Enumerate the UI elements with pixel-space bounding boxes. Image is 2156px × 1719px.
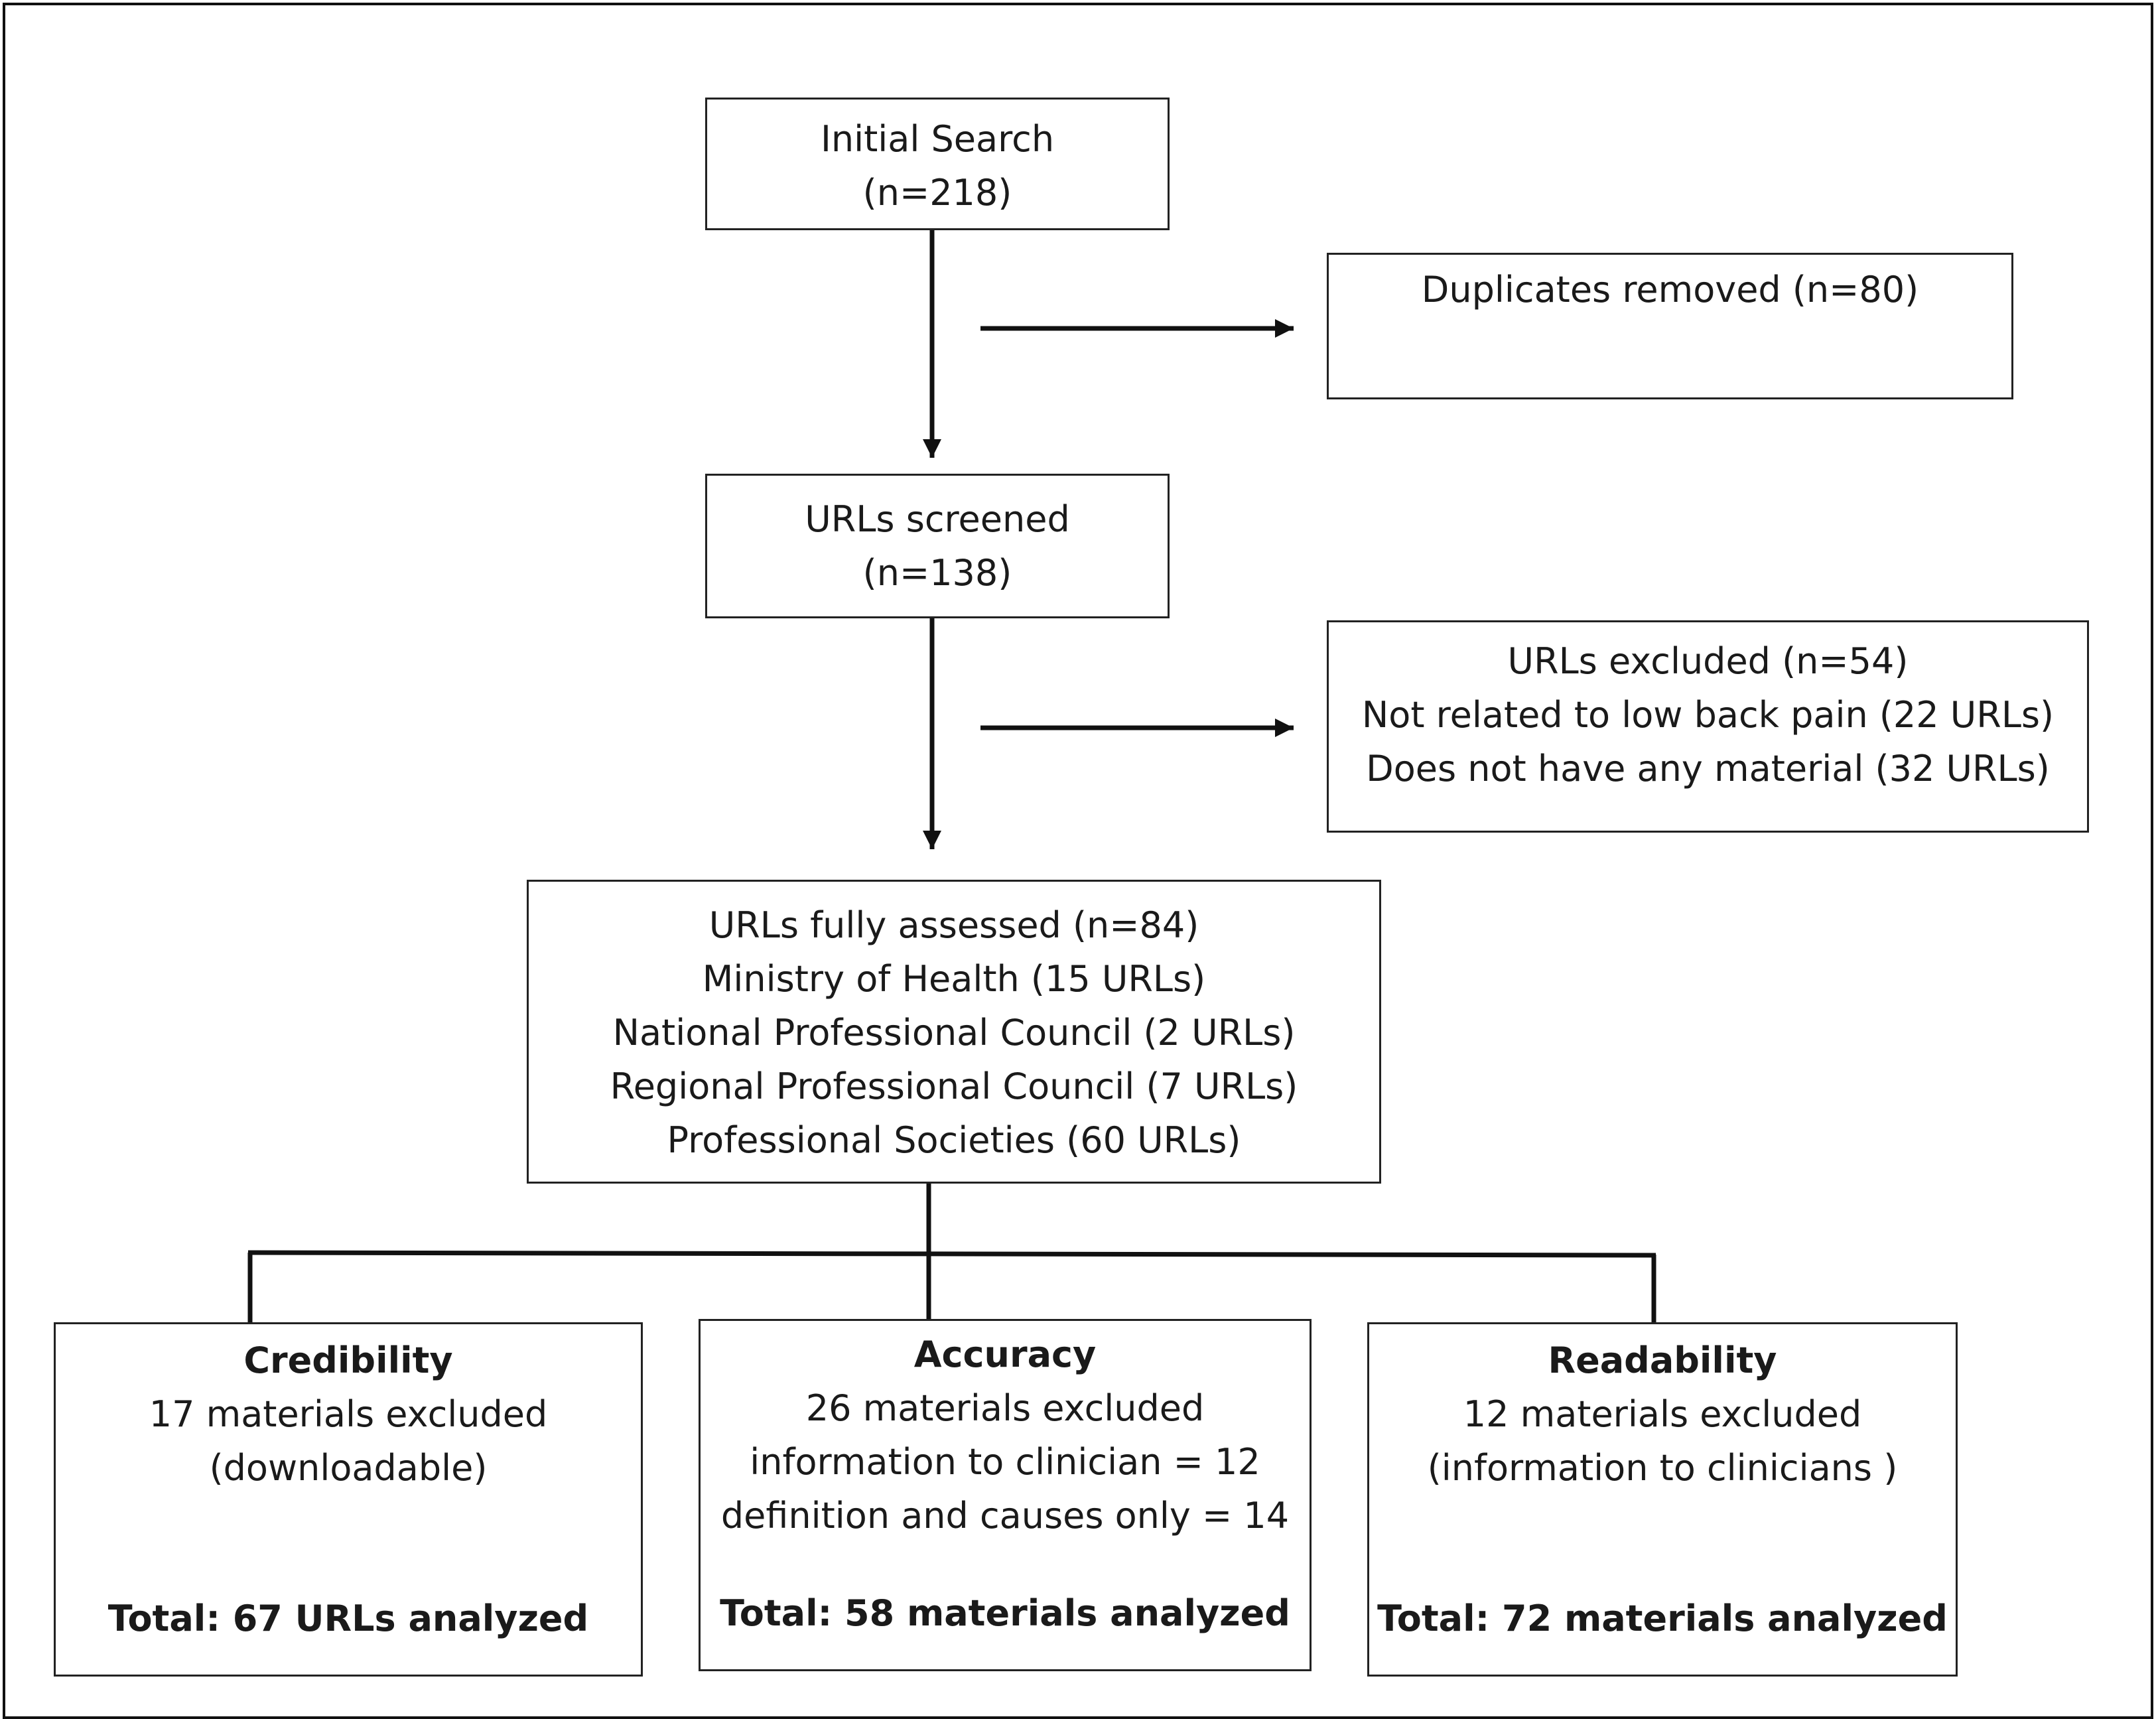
urls-fully-assessed-title: URLs fully assessed (n=84)	[708, 904, 1199, 946]
readability-excluded: 12 materials excluded	[1463, 1393, 1862, 1435]
urls-screened-box: URLs screened (n=138)	[705, 474, 1170, 618]
assessed-ministry-of-health: Ministry of Health (15 URLs)	[702, 958, 1206, 1000]
assessed-regional-professional-council: Regional Professional Council (7 URLs)	[610, 1066, 1298, 1107]
accuracy-title: Accuracy	[913, 1334, 1097, 1375]
accuracy-box: Accuracy 26 materials excluded informati…	[699, 1319, 1312, 1671]
initial-search-title: Initial Search	[820, 118, 1055, 160]
initial-search-count: (n=218)	[862, 172, 1012, 214]
connector-horizontal-bar	[247, 1250, 1656, 1258]
duplicates-removed-text: Duplicates removed (n=80)	[1421, 269, 1919, 310]
accuracy-reason-1: information to clinician = 12	[750, 1441, 1260, 1483]
readability-title: Readability	[1548, 1340, 1777, 1381]
readability-box: Readability 12 materials excluded (infor…	[1367, 1322, 1958, 1677]
credibility-box: Credibility 17 materials excluded (downl…	[54, 1322, 643, 1677]
credibility-total: Total: 67 URLs analyzed	[107, 1598, 589, 1639]
accuracy-total: Total: 58 materials analyzed	[720, 1592, 1290, 1634]
assessed-national-professional-council: National Professional Council (2 URLs)	[612, 1012, 1296, 1054]
credibility-excluded: 17 materials excluded	[149, 1393, 548, 1435]
urls-excluded-title: URLs excluded (n=54)	[1507, 640, 1909, 682]
accuracy-excluded: 26 materials excluded	[805, 1387, 1205, 1429]
credibility-reason: (downloadable)	[209, 1447, 488, 1489]
initial-search-box: Initial Search (n=218)	[705, 98, 1170, 230]
duplicates-removed-box: Duplicates removed (n=80)	[1327, 253, 2013, 399]
urls-fully-assessed-box: URLs fully assessed (n=84) Ministry of H…	[527, 880, 1381, 1184]
urls-screened-title: URLs screened	[805, 498, 1070, 540]
assessed-professional-societies: Professional Societies (60 URLs)	[667, 1119, 1241, 1161]
urls-excluded-reason-2: Does not have any material (32 URLs)	[1366, 748, 2050, 790]
credibility-title: Credibility	[243, 1340, 453, 1381]
accuracy-reason-2: definition and causes only = 14	[720, 1495, 1290, 1537]
readability-total: Total: 72 materials analyzed	[1377, 1598, 1948, 1639]
urls-screened-count: (n=138)	[862, 552, 1012, 594]
readability-reason: (information to clinicians )	[1427, 1447, 1898, 1489]
urls-excluded-reason-1: Not related to low back pain (22 URLs)	[1361, 694, 2055, 736]
outer-frame	[3, 3, 2153, 1719]
urls-excluded-box: URLs excluded (n=54) Not related to low …	[1327, 620, 2089, 833]
